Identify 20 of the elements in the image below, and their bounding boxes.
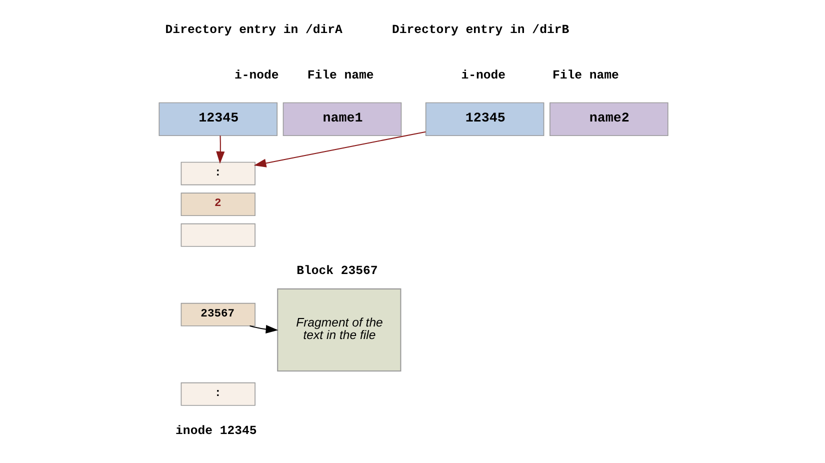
label: File name <box>552 68 619 82</box>
node-box: 23567 <box>180 302 256 326</box>
label: Directory entry in /dirA <box>165 23 342 38</box>
arrow <box>250 324 278 334</box>
label: i-node <box>461 68 506 82</box>
arrow <box>254 131 426 168</box>
node-box: name2 <box>550 102 668 136</box>
node-box: 12345 <box>158 102 278 136</box>
node-box: name1 <box>282 102 402 136</box>
node-box: : <box>180 162 256 186</box>
node-box: 2 <box>180 192 256 216</box>
label: File name <box>307 68 374 82</box>
arrow <box>216 136 225 164</box>
label: Directory entry in /dirB <box>392 23 570 38</box>
label: inode 12345 <box>176 424 257 438</box>
node-box: : <box>180 382 256 406</box>
node-label: Block 23567 <box>296 264 378 278</box>
node-box: 12345 <box>425 102 544 136</box>
node-box <box>180 223 256 247</box>
label: i-node <box>234 68 279 82</box>
